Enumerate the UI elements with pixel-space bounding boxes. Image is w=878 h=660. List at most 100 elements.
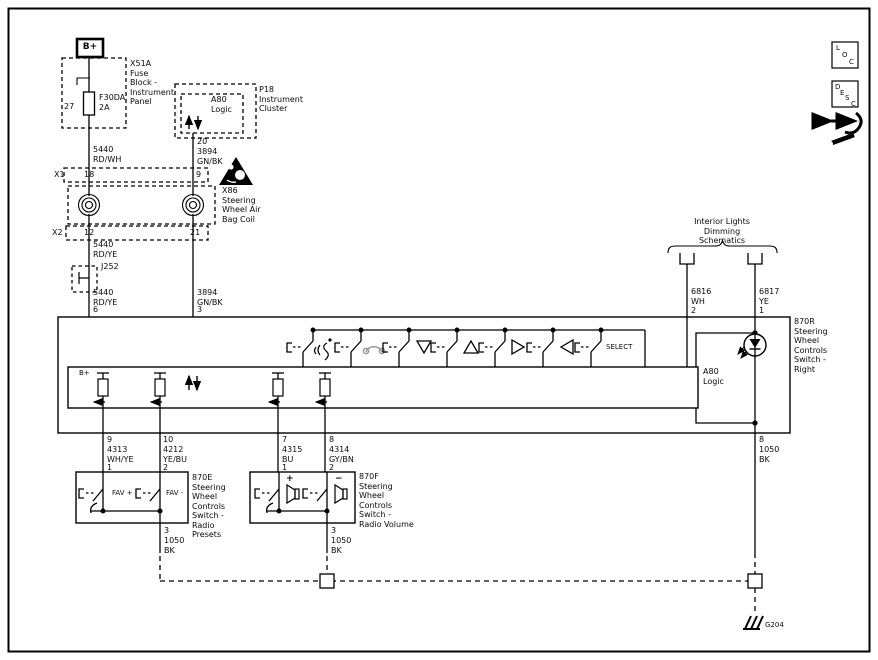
repair-shortcut-icon[interactable] [811, 111, 863, 147]
switch-voice [286, 327, 316, 367]
pin-1-fav-plus: 1 [107, 463, 113, 472]
switch-forward [478, 327, 508, 367]
speaker-minus-icon [334, 483, 348, 505]
switch-870f [249, 471, 356, 553]
connector-x2-box [65, 225, 209, 241]
resistor-3 [267, 372, 284, 472]
splice-j252-label: J252 [101, 262, 119, 271]
backlight-led-circuit [686, 317, 767, 553]
triangle-right-icon [511, 338, 526, 356]
spring-return-icon [89, 502, 98, 514]
wire-label-1050-volume: 1050 BK [331, 536, 352, 555]
phone-icon [362, 346, 386, 355]
switch-870r-box [57, 316, 791, 434]
presets-pin-3: 3 [164, 526, 170, 535]
switch-870r-label: 870R Steering Wheel Controls Switch - Ri… [794, 317, 828, 374]
updown-arrows-icon [184, 114, 203, 131]
loc-letter[interactable]: L [836, 44, 840, 52]
volume-plus-sign: + [286, 474, 294, 484]
wire-label-1050-right: 1050 BK [759, 445, 780, 464]
a80-updown-arrows-icon [184, 374, 202, 392]
a80-cluster-label: A80 Logic [211, 95, 232, 114]
spring-return-icon [265, 502, 274, 514]
cluster-pin-20: 20 [197, 137, 208, 146]
a80-logic-cluster-box [180, 93, 244, 134]
pin-2-vol-down: 2 [329, 463, 335, 472]
switch-870e [75, 471, 189, 553]
p18-cluster-label: P18 Instrument Cluster [259, 85, 304, 113]
switch-fav-minus [135, 472, 163, 514]
battery-terminal [75, 37, 105, 59]
connector-x2-label: X2 [52, 228, 63, 237]
b-plus-internal-label: B+ [79, 369, 90, 377]
fuse-f30da [76, 77, 96, 116]
desc-button-box[interactable] [831, 80, 859, 108]
voice-icon [313, 338, 332, 361]
x1-pin-18: 18 [84, 170, 95, 179]
fav-plus-label: FAV + [112, 489, 133, 497]
volume-pin-3: 3 [331, 526, 337, 535]
switch-up [430, 327, 460, 367]
connector-x1-label: X1 [54, 170, 65, 179]
desc-letter[interactable]: S [845, 94, 850, 102]
offpage-tab-icon-left [679, 253, 695, 265]
pin-10: 10 [163, 435, 174, 444]
p18-cluster-box [174, 83, 257, 139]
wire-label-4313: 4313 WH/YE [107, 445, 134, 464]
volume-minus-sign: − [335, 474, 343, 484]
wire-label-1050-presets: 1050 BK [164, 536, 185, 555]
offpage-tab-icon-right [747, 253, 763, 265]
pin-8-led: 8 [759, 435, 765, 444]
switch-volume-up [254, 472, 282, 514]
page-border [7, 7, 871, 653]
x2-pin-12: 12 [84, 228, 95, 237]
pin-1: 1 [759, 306, 765, 315]
triangle-down-icon [415, 340, 433, 355]
coil-spiral-icon [77, 193, 205, 217]
a80-logic-switch-box [67, 366, 699, 409]
ground-g204-label: G204 [765, 621, 784, 629]
splice-pack-icon [747, 573, 763, 589]
switch-down [382, 327, 412, 367]
connector-x1-box [63, 167, 209, 183]
wire-label-5440-rd-wh: 5440 RD/WH [93, 145, 122, 164]
desc-letter[interactable]: D [835, 83, 841, 91]
speaker-plus-icon [286, 483, 300, 505]
loc-letter[interactable]: O [842, 51, 848, 59]
led-icon [737, 333, 767, 359]
desc-letter[interactable]: E [840, 89, 845, 97]
wire-label-6816-wh: 6816 WH [691, 287, 712, 306]
select-button-label: SELECT [606, 343, 633, 351]
fav-minus-label: FAV - [166, 489, 184, 497]
a80-logic-label: A80 Logic [703, 367, 724, 386]
switch-870e-label: 870E Steering Wheel Controls Switch - Ra… [192, 473, 226, 539]
wire-label-4314: 4314 GY/BN [329, 445, 354, 464]
desc-letter[interactable]: C [851, 100, 856, 108]
wire-label-5440-rd-ye-lower: 5440 RD/YE [93, 288, 118, 307]
wire-label-3894-lower: 3894 GN/BK [197, 288, 223, 307]
x2-pin-21: 21 [190, 228, 201, 237]
triangle-left-icon [559, 338, 574, 356]
battery-label: B+ [82, 42, 98, 52]
resistor-1 [92, 372, 109, 472]
splice-j252 [71, 265, 98, 293]
wire-label-5440-rd-ye-upper: 5440 RD/YE [93, 240, 118, 259]
loc-letter[interactable]: C [849, 58, 854, 66]
airbag-warning-icon [219, 157, 253, 185]
resistor-2 [149, 372, 166, 472]
resistor-outputs [92, 372, 331, 472]
airbag-coil-box [67, 185, 216, 225]
pin-7: 7 [282, 435, 288, 444]
pin-2: 2 [691, 306, 697, 315]
switch-back [526, 327, 556, 367]
pin-8: 8 [329, 435, 335, 444]
fuse-block-x51a-box [61, 57, 127, 129]
wire-label-3894-upper: 3894 GN/BK [197, 147, 223, 166]
loc-button-box[interactable] [831, 41, 859, 69]
switch-phone [334, 327, 364, 367]
switch-870f-label: 870F Steering Wheel Controls Switch - Ra… [359, 472, 414, 529]
pin-1-vol-up: 1 [282, 463, 288, 472]
pin-6: 6 [93, 305, 99, 314]
